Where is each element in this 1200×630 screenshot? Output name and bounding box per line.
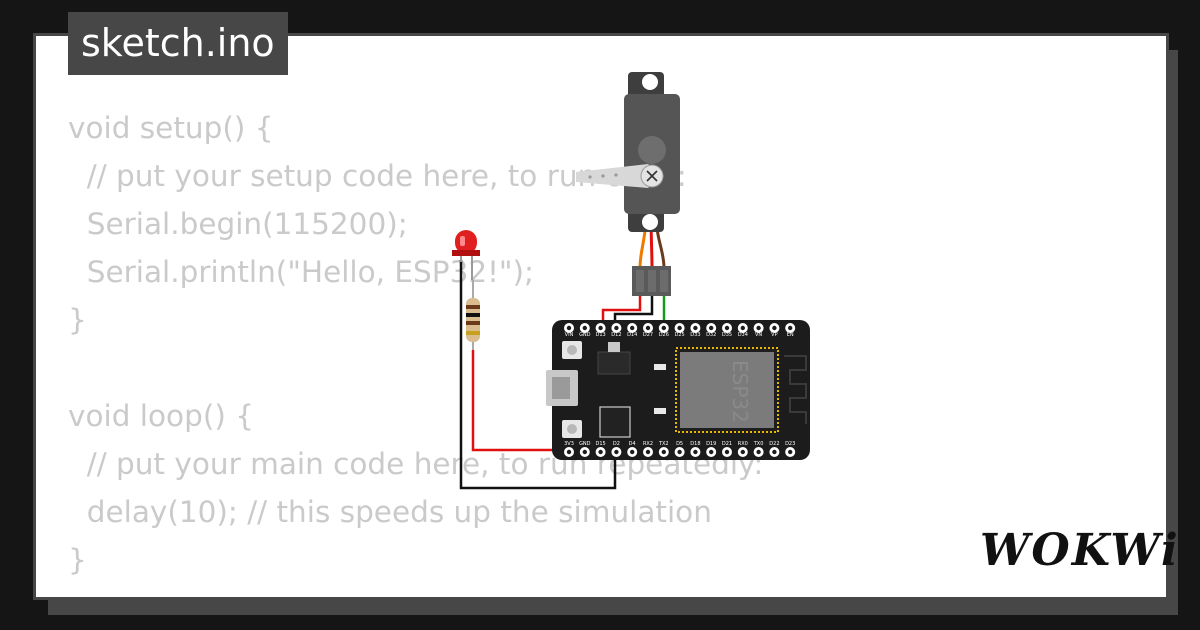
top-pin-label: D35: [722, 332, 732, 338]
top-pin-label: D32: [706, 332, 716, 338]
bottom-pin-label: 3V3: [564, 441, 574, 447]
wire-black-led[interactable]: [459, 260, 617, 490]
top-pin-hole: [709, 325, 714, 331]
top-pin-hole: [724, 325, 730, 331]
top-pin-hole: [788, 325, 793, 331]
top-pin-label: VIN: [565, 332, 574, 338]
top-pin-hole: [677, 325, 682, 331]
top-pin-label: D27: [643, 332, 653, 338]
top-pin-label: D26: [659, 332, 669, 338]
top-pin-row: [564, 323, 796, 333]
bottom-pin-label: TX2: [658, 441, 669, 447]
bottom-pin-hole: [598, 449, 603, 455]
top-pin-hole: [740, 325, 745, 331]
servo-motor[interactable]: [576, 72, 680, 232]
top-pin-label: D13: [595, 332, 605, 338]
top-pin-hole: [693, 325, 698, 331]
top-pin-label: EN: [787, 332, 794, 338]
bottom-pin-label: D19: [706, 441, 716, 447]
bottom-pin-hole: [724, 449, 730, 455]
code-line: }: [68, 303, 87, 337]
top-pin-hole: [756, 325, 761, 331]
bottom-pin-hole: [661, 449, 666, 455]
bottom-pin-hole: [693, 449, 698, 455]
top-pin-label: D12: [611, 332, 621, 338]
bottom-pin-hole: [677, 449, 682, 455]
top-pin-label: VN: [755, 332, 762, 338]
bottom-pin-label: D22: [769, 441, 779, 447]
wire-black-servo[interactable]: [613, 296, 654, 325]
top-pin-hole: [566, 325, 572, 331]
bottom-pin-label: D23: [785, 441, 795, 447]
top-pin-label: VP: [771, 332, 777, 338]
bottom-pin-row: [564, 447, 796, 457]
chip-label: ESP32: [728, 360, 752, 423]
bottom-pin-hole: [740, 449, 745, 455]
bottom-pin-hole: [788, 449, 793, 455]
top-pin-labels: VIN GND D13 D12 D14 D27 D26 D25 D33 D32 D35 D34 VN VP…: [565, 332, 794, 338]
bottom-pin-hole: [645, 449, 651, 455]
top-pin-hole: [598, 325, 603, 331]
bottom-pin-hole: [772, 449, 777, 455]
bottom-pin-hole: [756, 449, 761, 455]
preview-card: void setup() { // put your setup code he…: [33, 33, 1169, 600]
resistor[interactable]: [466, 280, 480, 350]
bottom-pin-hole: [630, 449, 635, 455]
top-pin-label: GND: [579, 332, 591, 338]
bottom-pin-label: RX0: [738, 441, 748, 447]
top-pin-label: D33: [690, 332, 700, 338]
bottom-pin-hole: [709, 449, 714, 455]
code-line: }: [68, 543, 87, 577]
wokwi-logo: WOKWi: [980, 525, 1180, 576]
top-pin-label: D14: [627, 332, 637, 338]
esp32-board[interactable]: VIN GND D13 D12 D14 D27 D26 D25 D33 D32 D35 D34 VN VP…: [546, 320, 810, 460]
bottom-pin-label: TX0: [753, 441, 764, 447]
top-pin-label: D25: [674, 332, 684, 338]
wire-red-servo[interactable]: [601, 296, 642, 325]
top-pin-label: D34: [738, 332, 748, 338]
bottom-pin-hole: [566, 449, 572, 455]
code-line: void loop() {: [68, 399, 254, 433]
top-pin-hole: [582, 325, 587, 331]
bottom-pin-label: D4: [629, 441, 636, 447]
bottom-pin-label: D21: [722, 441, 732, 447]
bottom-pin-hole: [582, 449, 587, 455]
bottom-pin-label: D18: [690, 441, 700, 447]
top-pin-hole: [645, 325, 651, 331]
code-line: delay(10); // this speeds up the simulat…: [68, 495, 712, 529]
top-pin-hole: [661, 325, 666, 331]
bottom-pin-label: D15: [595, 441, 605, 447]
bottom-pin-label: D5: [676, 441, 683, 447]
top-pin-hole: [614, 325, 619, 331]
top-pin-hole: [630, 325, 635, 331]
code-line: Serial.println("Hello, ESP32!");: [68, 255, 534, 289]
led-red[interactable]: [452, 230, 480, 280]
bottom-pin-labels: 3V3 GND D15 D2 D4 RX2 TX2 D5 D18 D19 D21 RX0 TX0 D22 D…: [564, 441, 795, 447]
bottom-pin-label: GND: [579, 441, 591, 447]
bottom-pin-hole: [614, 449, 619, 455]
filename-tab[interactable]: sketch.ino: [68, 12, 288, 75]
bottom-pin-label: RX2: [643, 441, 653, 447]
bottom-pin-label: D2: [613, 441, 620, 447]
code-line: Serial.begin(115200);: [68, 207, 408, 241]
servo-connector: [632, 266, 671, 296]
code-line: void setup() {: [68, 111, 274, 145]
top-pin-hole: [772, 325, 777, 331]
